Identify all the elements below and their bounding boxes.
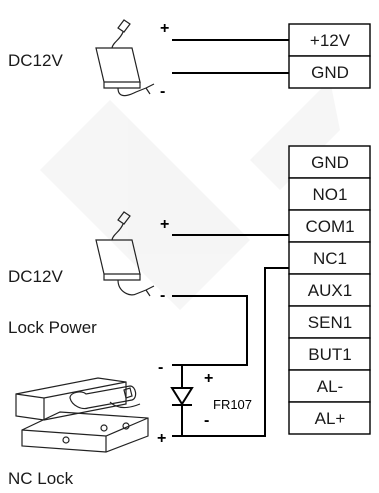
top-plus-sign: + bbox=[160, 20, 169, 37]
terminal-block-top: +12V GND bbox=[288, 23, 371, 89]
lock-power-minus-sign: - bbox=[160, 287, 165, 304]
diode-minus-sign: - bbox=[204, 412, 209, 429]
lock-minus-sign: - bbox=[158, 359, 163, 376]
lock-plus-sign: + bbox=[157, 430, 166, 447]
diode-plus-sign: + bbox=[204, 370, 213, 387]
top-minus-sign: - bbox=[160, 83, 165, 100]
terminal-gnd: GND bbox=[311, 153, 349, 172]
terminal-sen1: SEN1 bbox=[308, 313, 352, 332]
nc-lock-icon bbox=[15, 377, 149, 453]
terminal-aux1: AUX1 bbox=[308, 281, 352, 300]
wire-lock-power-minus bbox=[172, 295, 248, 366]
lock-label: NC Lock bbox=[8, 469, 74, 488]
terminal-gnd-top: GND bbox=[311, 63, 349, 82]
top-power-adapter-icon bbox=[95, 19, 155, 97]
lock-power-adapter-icon bbox=[95, 211, 155, 297]
terminal-block-main: GND NO1 COM1 NC1 AUX1 SEN1 BUT1 AL- AL+ bbox=[288, 145, 371, 435]
wire-nc1-to-lock-plus bbox=[172, 267, 289, 437]
terminal-al-plus: AL+ bbox=[315, 409, 346, 428]
terminal-but1: BUT1 bbox=[308, 345, 351, 364]
lock-power-label: DC12V bbox=[8, 267, 63, 286]
top-power-label: DC12V bbox=[8, 51, 63, 70]
terminal-al-minus: AL- bbox=[317, 377, 343, 396]
diode-symbol bbox=[170, 365, 194, 436]
watermark bbox=[40, 80, 340, 310]
terminal-12v: +12V bbox=[310, 31, 351, 50]
diode-label: FR107 bbox=[213, 397, 252, 412]
terminal-no1: NO1 bbox=[313, 185, 348, 204]
lock-power-plus-sign: + bbox=[160, 216, 169, 233]
terminal-com1: COM1 bbox=[305, 217, 354, 236]
lock-power-sublabel: Lock Power bbox=[8, 318, 97, 337]
terminal-nc1: NC1 bbox=[313, 249, 347, 268]
